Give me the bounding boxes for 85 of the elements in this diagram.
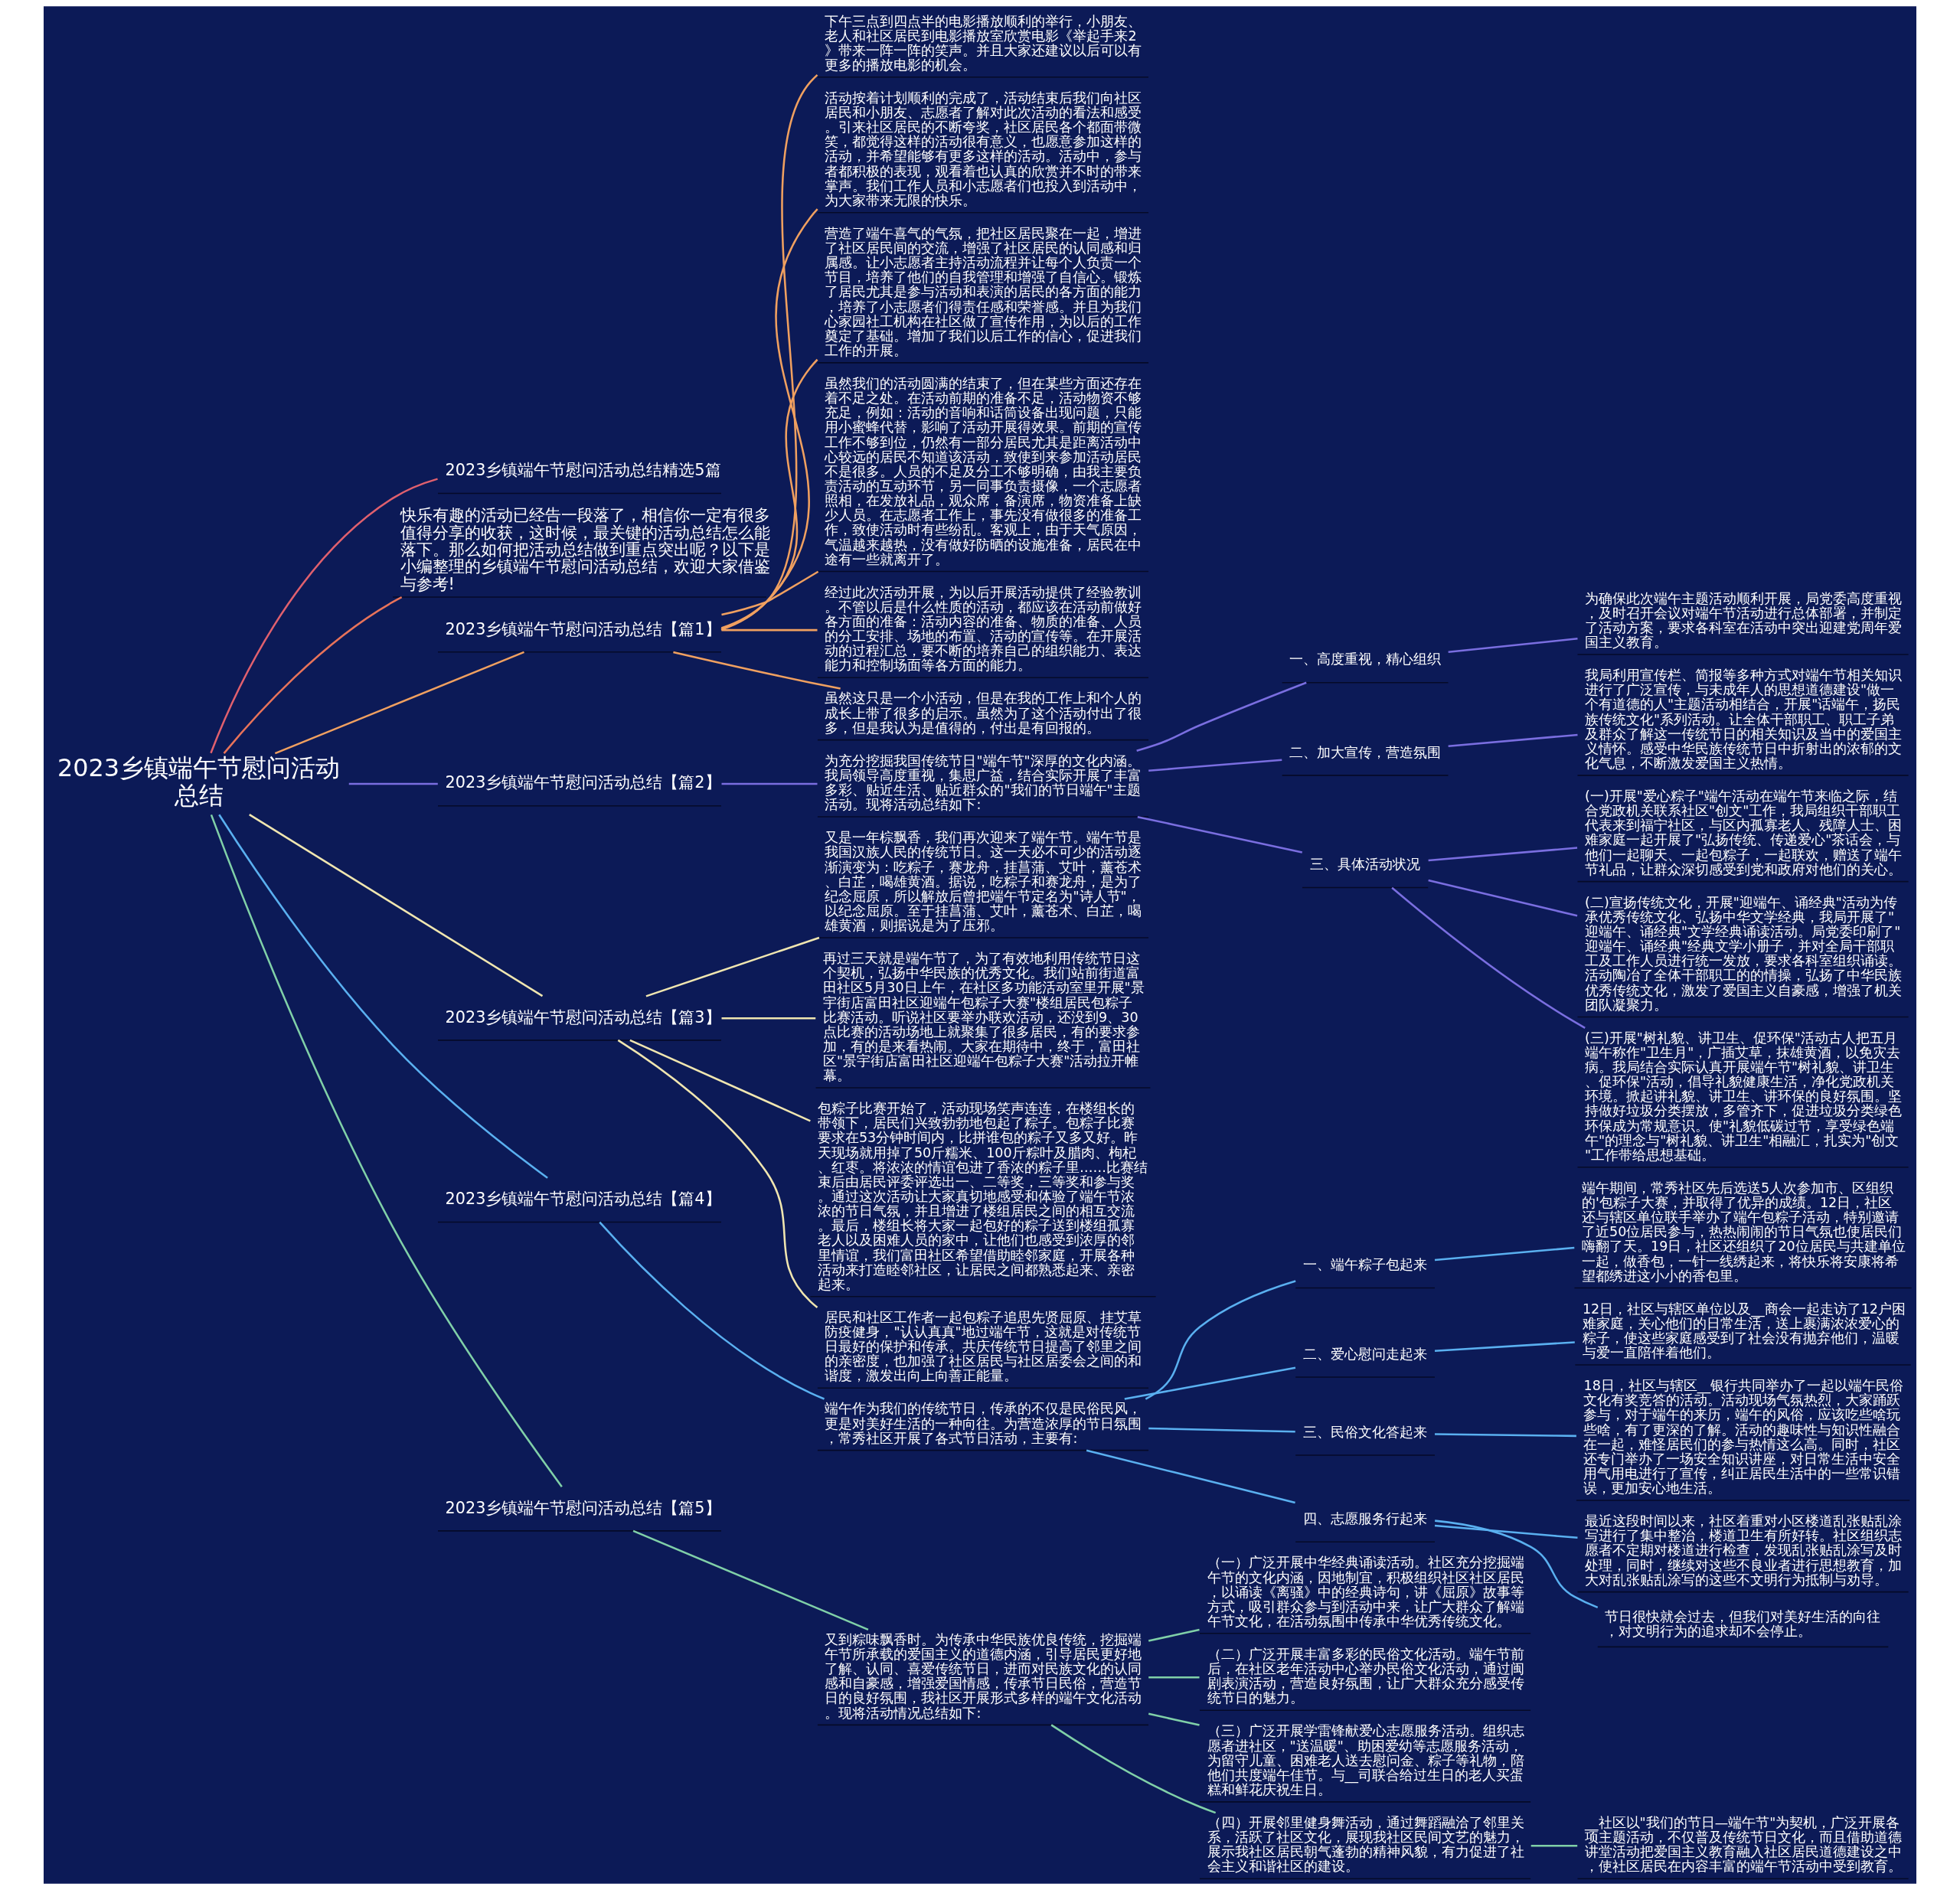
- node-text: 端午期间，常秀社区先后选送5人次参加市、区组织的'包粽子大赛，并取得了优异的成绩。12日，社区还与辖区单位联手举办了端午包粽子活动，特别邀请了近50位居民参与，热热闹闹的节日气氛也使居民们嗨翻了天。19日，社区还组织了20位居民与共建单位一起，做香包，一针一线绣起来，将快乐将安康将希望都绣进这小小的香包里。: [1582, 1180, 1906, 1284]
- connector: [210, 478, 438, 754]
- node-text: (一)开展"爱心粽子"端午活动在端午节来临之际，结合党政机关联系社区"创文"工作，我局组织干部职工代表来到福宁社区，与区内孤寡老人、残障人士、困难家庭一起开展了"弘扬传统、传递爱心"茶话会，与他们一起聊天、一起包粽子，一起联欢，赠送了端午节礼品，让群众深切感受到党和政府对他们的关心。: [1585, 788, 1903, 877]
- node-text: 虽然我们的活动圆满的结束了，但在某些方面还存在着不足之处。在活动前期的准备不足，活动物资不够充足，例如：活动的音响和话筒设备出现问题，只能用小蜜蜂代替，影响了活动开展得效果。前期的宣传工作不够到位，仍然有一部分居民尤其是距离活动中心较远的居民不知道该活动，致使到来参加活动居民不是很多。人员的不足及分工不够明确，由我主要负责活动的互动环节，另一同事负责摄像，一个志愿者照相，在发放礼品，观众席，备演席，物资准备上缺少人员。在志愿者工作上，事先没有做很多的准备工作，致使活动时有些纷乱。客观上，由于天气原因，气温越来越热，没有做好防晒的设施准备，居民在中途有一些就离开了。: [825, 376, 1142, 567]
- connector: [721, 570, 819, 616]
- node-text: 2023乡镇端午节慰问活动总结: [57, 753, 341, 810]
- connector: [249, 813, 544, 997]
- connector: [720, 358, 818, 629]
- node-text: 2023乡镇端午节慰问活动总结精选5篇: [445, 461, 721, 480]
- connector: [1435, 1433, 1576, 1438]
- node-text: 活动按着计划顺利的完成了，活动结束后我们向社区居民和小朋友、志愿者了解对此次活动的看法和感受。引来社区居民的不断夸奖，社区居民各个都面带微笑，都觉得这样的活动很有意义，也愿意参加这样的活动，并希望能够有更多这样的活动。活动中，参与者都积极的表现，观看着也认真的欣赏并不时的带来掌声。我们工作人员和小志愿者们也投入到活动中，为大家带来无限的快乐。: [825, 90, 1142, 208]
- node-text: 2023乡镇端午节慰问活动总结【篇4】: [445, 1190, 721, 1209]
- node-text: 下午三点到四点半的电影播放顺利的举行，小朋友、老人和社区居民到电影播放室欣赏电影《举起手来2》带来一阵一阵的笑声。并且大家还建议以后可以有更多的播放电影的机会。: [825, 13, 1142, 73]
- node-text: 虽然这只是一个小活动，但是在我的工作上和个人的成长上带了很多的启示。虽然为了这个活动付出了很多，但是我认为是值得的，付出是有回报的。: [825, 690, 1142, 736]
- connector: [218, 814, 548, 1179]
- node-text: 18日，社区与辖区__银行共同举办了一起以端午民俗文化有奖竞答的活动。活动现场气氛热烈，大家踊跃参与，对于端午的来历，端午的风俗，应该吃些啥玩些啥，有了更深的了解。活动的趣味性与知识性融合在一起，难怪居民们的参与热情这么高。同时，社区还专门举办了一场安全知识讲座，对日常生活中安全用气用电进行了宣传，纠正居民生活中的一些常识错误，更加安心地生活。: [1583, 1378, 1904, 1497]
- node-text: （四）开展邻里健身舞活动，通过舞蹈融洽了邻里关系，活跃了社区文化，展现我社区民间文艺的魅力，展示我社区居民朝气蓬勃的精神风貌，有力促进了社会主义和谐社区的建设。: [1207, 1815, 1524, 1875]
- node-text: 二、加大宣传，营造氛围: [1289, 744, 1442, 760]
- connector: [1435, 1520, 1599, 1609]
- connector: [632, 1529, 869, 1631]
- node-text: 2023乡镇端午节慰问活动总结【篇5】: [445, 1498, 721, 1517]
- node-text: 快乐有趣的活动已经告一段落了，相信你一定有很多值得分享的收获，这时候，最关键的活动总结怎么能落下。那么如何把活动总结做到重点突出呢？以下是小编整理的乡镇端午节慰问活动总结，欢迎大家借鉴与参考!: [400, 506, 770, 593]
- node-text: 包粽子比赛开始了，活动现场笑声连连，在楼组长的带领下，居民们兴致勃勃地包起了粽子。包粽子比赛要求在53分钟时间内，比拼谁包的粽子又多又好。昨天现场就用掉了50斤糯米、100斤粽叶及腊肉、枸杞、红枣。将浓浓的情谊包进了香浓的粽子里……比赛结束后由居民评委评选出一、二等奖，三等奖和参与奖。通过这次活动让大家真切地感受和体验了端午节浓浓的节日气氛，并且增进了楼组居民之间的相互交流。最后，楼组长将大家一起包好的粽子送到楼组孤寡老人以及困难人员的家中，让他们也感受到浓厚的邻里情谊，我们富田社区希望借助睦邻家庭，开展各种活动来打造睦邻社区，让居民之间都熟悉起来、亲密起来。: [817, 1101, 1148, 1292]
- connector: [599, 1221, 825, 1400]
- connector: [629, 1039, 811, 1122]
- node-text: 为充分挖掘我国传统节日"端午节"深厚的文化内涵。我局领导高度重视，集思广益，结合实际开展了丰富多彩、贴近生活、贴近群众的"我们的节日端午"主题活动。现将活动总结如下:: [825, 752, 1142, 813]
- node-text: 为确保此次端午主题活动顺利开展，局党委高度重视，及时召开会议对端午节活动进行总体部署，并制定了活动方案，要求各科室在活动中突出迎建党周年爱国主义教育。: [1585, 590, 1903, 651]
- node-text: （二）广泛开展丰富多彩的民俗文化活动。端午节前后，在社区老年活动中心举办民俗文化活动，通过闽剧表演活动，营造良好氛围，让广大群众充分感受传统节日的魅力。: [1207, 1646, 1524, 1706]
- connector: [645, 936, 820, 997]
- connector: [274, 651, 524, 755]
- connector: [1148, 759, 1282, 772]
- node-text: (二)宣扬传统文化，开展"迎端午、诵经典"活动为传承优秀传统文化、弘扬中华文学经典，我局开展了"迎端午、诵经典"文学经典诵读活动。局党委印刷了"迎端午、诵经典"经典文学小册子，并对全局干部职工及工作人员进行统一发放，要求各科室组织诵读。活动陶冶了全体干部职工的的情操，弘扬了中华民族优秀传统文化，激发了爱国主义自豪感，增强了机关团队凝聚力。: [1585, 894, 1903, 1013]
- connector: [721, 1017, 816, 1020]
- connector: [1145, 1280, 1296, 1400]
- connector: [1050, 1724, 1217, 1814]
- node-text: 居民和社区工作者一起包粽子追思先贤屈原、挂艾草防疫健身，"认认真真"地过端午节，这就是对传统节日最好的保护和传承。共庆传统节日提高了邻里之间的亲密度，也加强了社区居民与社区居委会之间的和谐度，激发出向上向善正能量。: [825, 1309, 1142, 1384]
- node-text: 我局利用宣传栏、简报等多种方式对端午节相关知识进行了广泛宣传，与未成年人的思想道德建设"做一个有道德的人"主题活动相结合，开展"话端午，扬民族传统文化"系列活动。让全体干部职工、职工子弟及群众了解这一传统节日的相关知识及当中的爱国主义情怀。感受中华民族传统节日中折射出的浓郁的文化气息，不断激发爱国主义热情。: [1585, 668, 1903, 771]
- node-text: __社区以"我们的节日—端午节"为契机，广泛开展各项主题活动，不仅普及传统节日文化，而且借助道德讲堂活动把爱国主义教育融入社区居民道德建设之中，使社区居民在内容丰富的端午节活动中受到教育。: [1585, 1815, 1903, 1875]
- connector: [1086, 1449, 1295, 1504]
- node-text: 再过三天就是端午节了，为了有效地利用传统节日这个契机，弘扬中华民族的优秀文化。我们站前街道富田社区5月30日上午，在社区多功能活动室里开展"景宇街店富田社区迎端午包粽子大赛"楼组居民包粽子比赛活动。听说社区要举办联欢活动，还没到9、30点比赛的活动场地上就聚集了很多居民，有的要求参加，有的是来看热闹。大家在期待中，终于，富田社区"景宇街店富田社区迎端午包粽子大赛"活动拉开帷幕。: [823, 951, 1145, 1084]
- node-text: （一）广泛开展中华经典诵读活动。社区充分挖掘端午节的文化内涵，因地制宜，积极组织社区社区居民，以诵读《离骚》中的经典诗句，讲《屈原》故事等方式，吸引群众参与到活动中来，让广大群众了解端午节文化，在活动氛围中传承中华优秀传统文化。: [1207, 1555, 1524, 1629]
- connector: [1428, 879, 1578, 917]
- connector: [617, 1039, 818, 1308]
- node-text: 节日很快就会过去，但我们对美好生活的向往，对文明行为的追求却不会停止。: [1605, 1608, 1881, 1639]
- connector: [1148, 1427, 1295, 1433]
- node-text: 端午作为我们的传统节日，传承的不仅是民俗民风，更是对美好生活的一种向往。为营造浓厚的节日氛围，常秀社区开展了各式节日活动，主要有:: [825, 1401, 1142, 1446]
- connector: [1448, 638, 1578, 654]
- node-text: (三)开展"树礼貌、讲卫生、促环保"活动古人把五月端午称作"卫生月"，广插艾草，抹雄黄酒，以免灾去病。我局结合实际认真开展端午节"树礼貌、讲卫生、促环保"活动，倡导礼貌健康生活，净化党政机关环境。掀起讲礼貌、讲卫生、讲环保的良好氛围。坚持做好垃圾分类摆放，多管齐下，促进垃圾分类绿色环保成为常规意识。使"礼貌低碳过节，享受绿色端午"的理念与"树礼貌、讲卫生"相融汇，扎实为"创文"工作带给思想基础。: [1585, 1030, 1903, 1163]
- node-text: 四、志愿服务行起来: [1302, 1510, 1427, 1526]
- connector: [720, 208, 818, 631]
- node-text: 又到粽味飘香时。为传承中华民族优良传统，挖掘端午节所承载的爱国主义的道德内涵，引导居民更好地了解、认同、喜爱传统节日，进而对民族文化的认同感和自豪感，增强爱国情感，传承节日民俗，营造节日的良好氛围，我社区开展形式多样的端午文化活动。现将活动情况总结如下:: [825, 1631, 1142, 1721]
- node-text: 最近这段时间以来，社区着重对小区楼道乱张贴乱涂写进行了集中整治，楼道卫生有所好转。社区组织志愿者不定期对楼道进行检查，发现乱张贴乱涂写及时处理，同时，继续对这些不良业者进行思想教育，加大对乱张贴乱涂写的这些不文明行为抵制与劝导。: [1585, 1513, 1903, 1588]
- node-text: 二、爱心慰问走起来: [1302, 1346, 1427, 1362]
- connector: [721, 782, 818, 785]
- node-text: 12日，社区与辖区单位以及__商会一起走访了12户困难家庭，关心他们的日常生活，送上裹满浓浓爱心的粽子，使这些家庭感受到了社会没有抛弃他们，温暖与爱一直陪伴着他们。: [1582, 1301, 1906, 1361]
- connector: [1434, 1524, 1578, 1539]
- connector: [1434, 1246, 1575, 1262]
- connector: [1148, 1628, 1200, 1642]
- connector: [720, 73, 818, 631]
- connector: [1391, 886, 1586, 1029]
- connector: [1137, 815, 1302, 854]
- connector: [673, 651, 841, 690]
- node-text: （三）广泛开展学雷锋献爱心志愿服务活动。组织志愿者进社区，"送温暖"、助困爱幼等志愿服务活动，为留守儿童、困难老人送去慰问金、粽子等礼物，陪他们共度端午佳节。与__司联合给过生日的老人买蛋糕和鲜花庆祝生日。: [1207, 1723, 1524, 1797]
- node-text: 2023乡镇端午节慰问活动总结【篇1】: [445, 619, 721, 638]
- connector: [348, 782, 438, 785]
- connector: [1148, 1676, 1200, 1679]
- connector: [1448, 733, 1578, 748]
- connector: [223, 596, 403, 754]
- connector: [1124, 1366, 1296, 1400]
- connector: [210, 814, 563, 1487]
- connector: [1428, 847, 1578, 862]
- connector: [721, 628, 818, 632]
- connector: [1148, 1712, 1200, 1726]
- node-text: 2023乡镇端午节慰问活动总结【篇2】: [445, 773, 721, 792]
- node-text: 三、具体活动状况: [1309, 857, 1420, 873]
- node-text: 2023乡镇端午节慰问活动总结【篇3】: [445, 1007, 721, 1027]
- node-text: 一、高度重视，精心组织: [1289, 651, 1442, 668]
- node-text: 营造了端午喜气的气氛，把社区居民聚在一起，增进了社区居民间的交流，增强了社区居民的认同感和归属感。让小志愿者主持活动流程并让每个人负责一个节目，培养了他们的自我管理和增强了自信心。锻炼了居民尤其是参与活动和表演的居民的各方面的能力，培养了小志愿者们得责任感和荣誉感。并且为我们心家园社工机构在社区做了宣传作用，为以后的工作奠定了基础。增加了我们以后工作的信心，促进我们工作的开展。: [825, 225, 1142, 359]
- node-text: 经过此次活动开展，为以后开展活动提供了经验教训。不管以后是什么性质的活动，都应该在活动前做好各方面的准备：活动内容的准备、物质的准备、人员的分工安排、场地的布置、活动的宣传等。在开展活动的过程汇总，要不断的培养自己的组织能力、表达能力和控制场面等各方面的能力。: [825, 584, 1142, 674]
- connector: [1530, 1845, 1578, 1847]
- node-text: 一、端午粽子包起来: [1302, 1257, 1427, 1273]
- node-text: 三、民俗文化答起来: [1302, 1424, 1427, 1440]
- connector: [1136, 681, 1307, 752]
- node-text: 又是一年棕飘香，我们再次迎来了端午节。端午节是我国汉族人民的传统节日。这一天必不可少的活动逐渐演变为：吃粽子，赛龙舟，挂菖蒲、艾叶，薰苍术、白芷，喝雄黄酒。据说，吃粽子和赛龙舟，是为了纪念屈原，所以解放后曾把端午节定名为"诗人节"，以纪念屈原。至于挂菖蒲、艾叶，薰苍术、白芷，喝雄黄酒，则据说是为了压邪。: [825, 830, 1142, 934]
- connector: [1434, 1341, 1575, 1352]
